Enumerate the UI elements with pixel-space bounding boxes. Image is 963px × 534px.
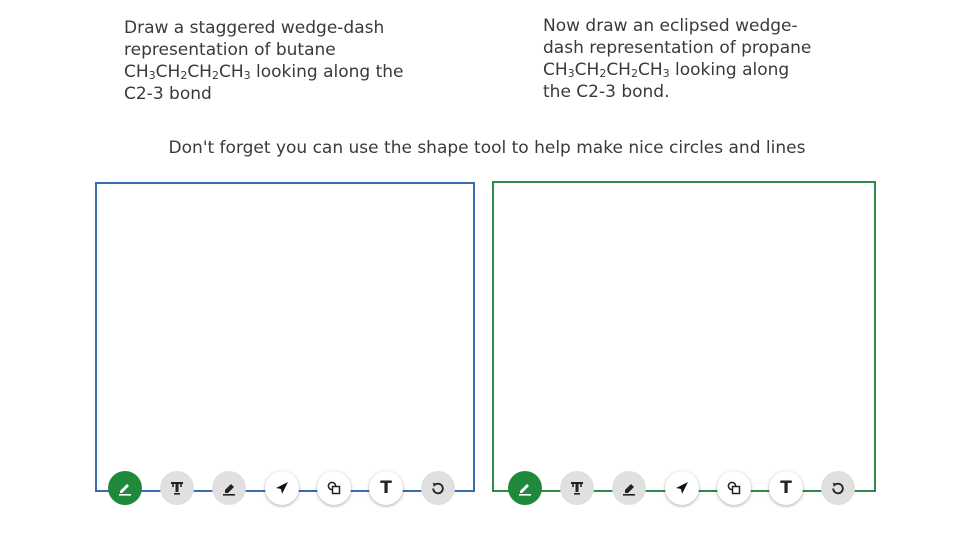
prompt-left-line4: C2-3 bond [124,84,212,104]
arrow-pointer-icon [274,480,290,496]
text-icon: T [380,478,392,498]
prompt-left-line1: Draw a staggered wedge-dash [124,18,385,38]
toolbar-left: T [108,471,455,505]
text-icon: T [780,478,792,498]
formula-subscript: 2 [599,67,607,80]
shapes-icon [726,480,742,496]
formula-subscript: 2 [211,69,219,82]
formula-part: CH [124,62,149,82]
eraser-icon [221,480,237,496]
formula-part: CH [187,62,212,82]
highlighter-tool-button[interactable] [560,471,594,505]
drawing-canvas-right[interactable] [492,181,876,492]
drawing-canvas-left[interactable] [95,182,475,492]
prompt-right-line2: dash representation of propane [543,38,812,58]
undo-icon [430,480,446,496]
prompt-right-formula-line: CH3CH2CH2CH3 looking along [543,59,843,81]
undo-icon [830,480,846,496]
eraser-icon [621,480,637,496]
highlighter-icon [169,480,185,496]
pen-icon [517,480,533,496]
text-tool-button[interactable]: T [369,471,403,505]
text-tool-button[interactable]: T [769,471,803,505]
formula-subscript: 2 [180,69,188,82]
pen-icon [117,480,133,496]
formula-part: CH [637,60,663,80]
formula-subscript: 3 [148,69,156,82]
formula-subscript: 2 [630,67,638,80]
eraser-tool-button[interactable] [612,471,646,505]
undo-tool-button[interactable] [421,471,455,505]
formula-part: CH [606,60,631,80]
highlighter-icon [569,480,585,496]
formula-part: CH [543,60,568,80]
highlighter-tool-button[interactable] [160,471,194,505]
prompt-right: Now draw an eclipsed wedge- dash represe… [543,15,843,103]
pen-tool-button[interactable] [508,471,542,505]
prompt-left: Draw a staggered wedge-dash representati… [124,17,444,105]
arrow-pointer-icon [674,480,690,496]
prompt-right-formula-after: looking along [675,60,790,80]
formula-subscript: 3 [243,69,251,82]
formula-part: CH [155,62,181,82]
hint-text: Don't forget you can use the shape tool … [168,138,806,158]
shapes-icon [326,480,342,496]
formula-part: CH [218,62,244,82]
prompt-right-line4: the C2-3 bond. [543,82,670,102]
formula-part: CH [574,60,600,80]
select-tool-button[interactable] [665,471,699,505]
formula-subscript: 3 [567,67,575,80]
eraser-tool-button[interactable] [212,471,246,505]
undo-tool-button[interactable] [821,471,855,505]
prompt-left-formula-after: looking along the [256,62,404,82]
prompt-right-line1: Now draw an eclipsed wedge- [543,16,798,36]
shape-tool-button[interactable] [717,471,751,505]
prompt-left-formula-line: CH3CH2CH2CH3 looking along the [124,61,444,83]
pen-tool-button[interactable] [108,471,142,505]
formula-subscript: 3 [662,67,670,80]
prompt-left-line2: representation of butane [124,40,336,60]
shape-tool-button[interactable] [317,471,351,505]
select-tool-button[interactable] [265,471,299,505]
toolbar-right: T [508,471,855,505]
